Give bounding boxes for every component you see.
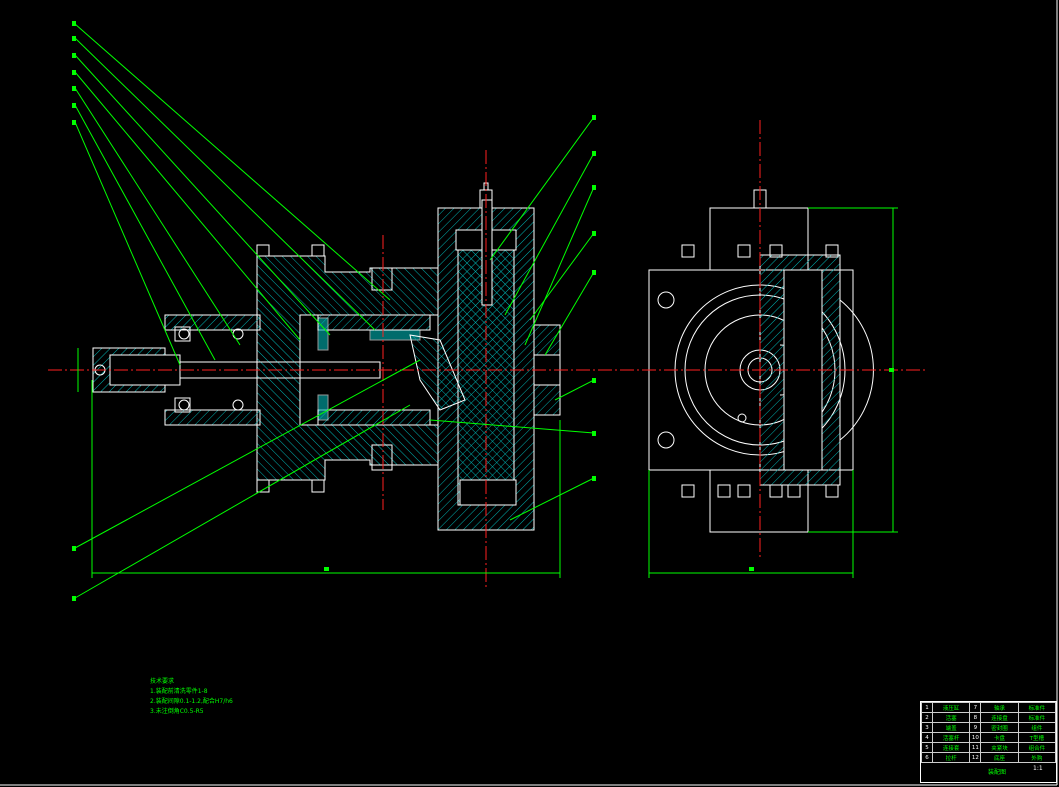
notes-line: 2.装配间隙0.1-1.2,配合H7/h6 xyxy=(150,698,233,705)
parts-list-cell-name2: 卡盘 xyxy=(980,732,1019,743)
parts-list-cell-name: 活塞 xyxy=(931,712,971,723)
parts-list-cell-no: 5 xyxy=(921,742,933,753)
parts-list-cell-note: 组件 xyxy=(1017,722,1057,733)
parts-list-cell-note: 组合件 xyxy=(1017,742,1057,753)
parts-list-cell-note: 标准件 xyxy=(1017,702,1057,713)
parts-list-cell-no: 1 xyxy=(921,702,933,713)
parts-list-cell-name: 拉杆 xyxy=(931,752,971,763)
parts-list-cell-name: 端盖 xyxy=(931,722,971,733)
parts-list-cell-name: 活塞杆 xyxy=(931,732,971,743)
parts-list-cell-name2: 夹紧块 xyxy=(980,742,1019,753)
parts-list-cell-no: 3 xyxy=(921,722,933,733)
parts-list-cell-no2: 8 xyxy=(969,712,982,723)
title-block-footer: 装配图 1:1 xyxy=(920,763,1057,783)
parts-list-cell-no: 2 xyxy=(921,712,933,723)
parts-list-cell-no2: 9 xyxy=(969,722,982,733)
drawing-scale: 1:1 xyxy=(1033,765,1043,772)
parts-list-cell-name2: 底座 xyxy=(980,752,1019,763)
parts-list-cell-name: 连接套 xyxy=(931,742,971,753)
parts-list-cell-no2: 11 xyxy=(969,742,982,753)
parts-list-cell-name2: 密封圈 xyxy=(980,722,1019,733)
drawing-name: 装配图 xyxy=(988,769,1007,776)
section-view xyxy=(92,182,561,531)
parts-list-cell-name2: 轴承 xyxy=(980,702,1019,713)
centerlines xyxy=(48,120,925,590)
end-view xyxy=(648,189,874,533)
technical-notes: 技术要求 1.装配前清洗零件1-8 2.装配间隙0.1-1.2,配合H7/h6 … xyxy=(150,677,233,717)
notes-line: 3.未注倒角C0.5-R5 xyxy=(150,708,204,715)
parts-list-cell-note: T型槽 xyxy=(1017,732,1057,743)
parts-list-cell-note: 外购 xyxy=(1017,752,1057,763)
balloon-markers xyxy=(72,21,894,601)
leaders-dimensions xyxy=(74,23,898,599)
parts-list-cell-name: 液压缸 xyxy=(931,702,971,713)
parts-list-cell-note: 标准件 xyxy=(1017,712,1057,723)
parts-list-cell-no: 4 xyxy=(921,732,933,743)
notes-title: 技术要求 xyxy=(150,678,175,685)
parts-list-cell-no2: 7 xyxy=(969,702,982,713)
notes-line: 1.装配前清洗零件1-8 xyxy=(150,688,208,695)
parts-list-cell-name2: 连接盘 xyxy=(980,712,1019,723)
parts-list-cell-no2: 12 xyxy=(969,752,982,763)
parts-list-cell-no2: 10 xyxy=(969,732,982,743)
parts-list-cell-no: 6 xyxy=(921,752,933,763)
